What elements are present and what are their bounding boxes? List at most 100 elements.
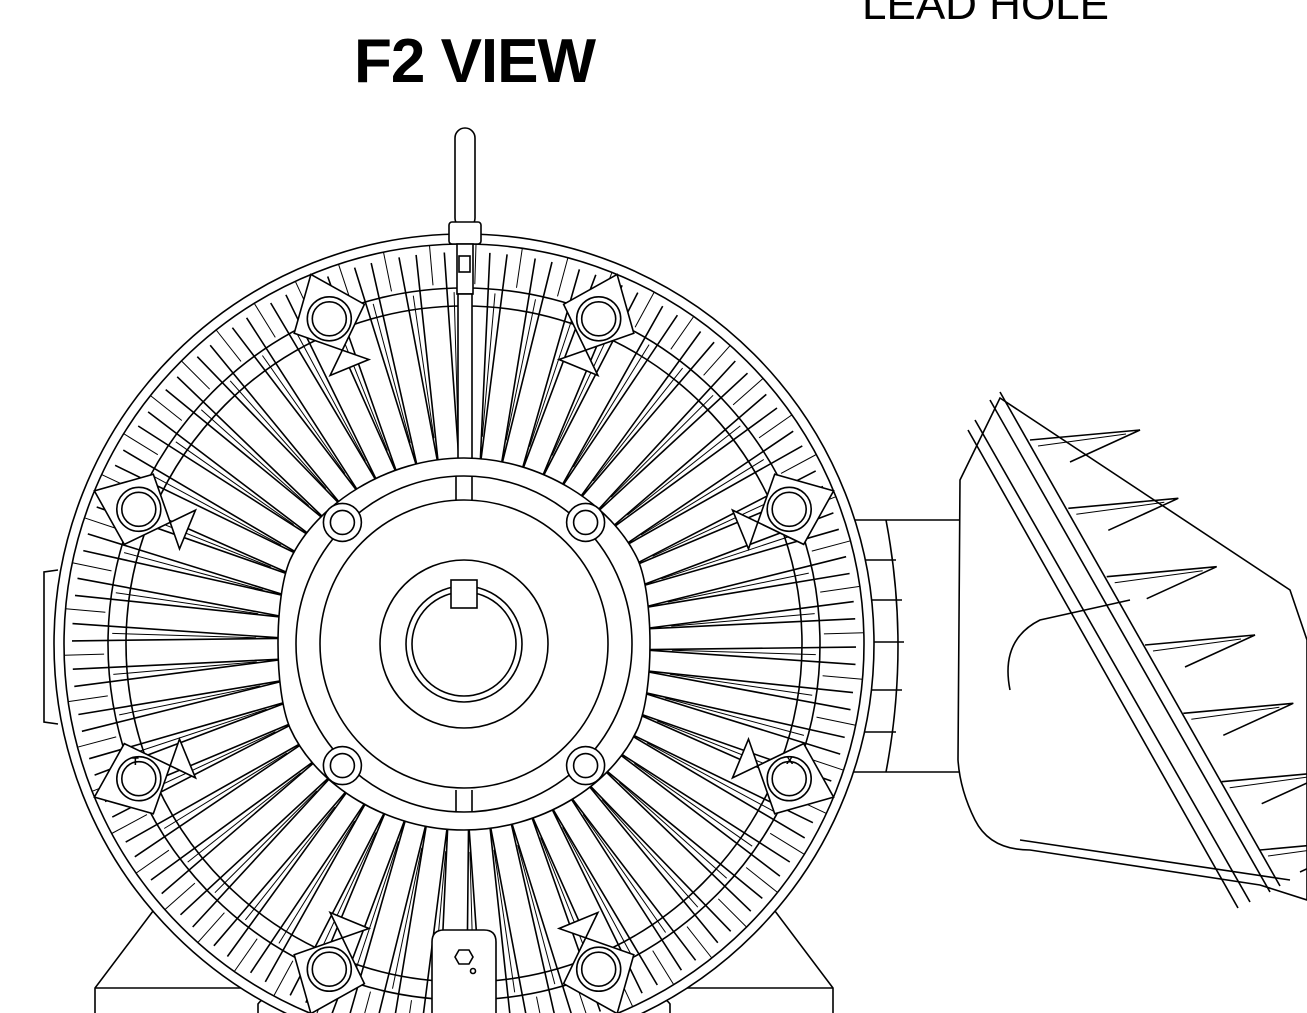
ring-slot [135, 849, 170, 874]
hub-bolt [572, 509, 599, 536]
ring-slot [72, 562, 112, 572]
box-fin [1029, 429, 1141, 463]
fin-rib [562, 826, 632, 955]
lug-bolt-head [311, 951, 348, 988]
ring-slot [823, 632, 864, 635]
ring-slot [557, 257, 569, 297]
ring-slot [652, 950, 675, 985]
ring-slot [197, 912, 225, 943]
ring-slot [822, 675, 863, 680]
ring-slot [816, 716, 856, 726]
shaft [379, 559, 549, 729]
fin-rib [517, 844, 556, 985]
fin-rib [671, 613, 815, 627]
grease-pipe [448, 127, 482, 501]
box-fin-rib [1267, 850, 1307, 857]
fin-rib [372, 303, 411, 444]
fin-rib [669, 673, 813, 696]
lug-bolt [116, 486, 162, 533]
lug-bolt [116, 755, 162, 802]
fin-rib [214, 790, 318, 894]
hub-bolt [572, 752, 599, 779]
fin-rib [626, 425, 741, 516]
fin-rib [493, 849, 516, 993]
fin-rib [112, 632, 257, 639]
fin-rib [640, 459, 765, 536]
fin-rib [123, 552, 264, 591]
fin-rib [229, 380, 327, 489]
box-fin [1144, 634, 1256, 668]
hub-bolt [329, 509, 356, 536]
ring-slot [717, 898, 747, 928]
ring-slot [123, 433, 159, 456]
fin-rib [551, 324, 614, 456]
lug-bolt [575, 295, 622, 342]
fin-rib [664, 697, 805, 736]
ring-slot [364, 991, 371, 1013]
ring-slot [732, 378, 764, 406]
lug-bolt [306, 295, 353, 342]
hub-bolt-boss [322, 502, 363, 543]
fin-rib [352, 841, 399, 979]
ring-slot [215, 329, 242, 362]
fin-rib [314, 832, 377, 964]
box-fin-rib [1076, 501, 1165, 515]
fin-rib [505, 299, 536, 441]
ring-slot [233, 938, 258, 972]
fin-rib [481, 293, 496, 437]
fin-rib [412, 295, 435, 439]
lead-hole-label: LEAD HOLE [862, 0, 1109, 29]
left-pad [43, 569, 59, 725]
fin-rib [667, 572, 809, 603]
hub-bolt-boss [565, 745, 606, 786]
fin-rib [392, 847, 423, 989]
hub-bolts [322, 502, 606, 786]
box-fin-rib [1152, 638, 1242, 652]
ring-slot [758, 414, 793, 439]
lug-bolt-head [311, 300, 348, 337]
bolt-lugs [93, 273, 835, 1013]
box-fin [1106, 565, 1218, 600]
lug-bolt-head [121, 491, 157, 528]
fin-rib [187, 772, 302, 863]
ring-slot [474, 244, 477, 285]
box-fin-rib [1229, 776, 1307, 789]
ring-slot [670, 316, 695, 350]
lug-bolt [766, 486, 813, 533]
ring-slot [111, 814, 148, 834]
ring-slot [164, 882, 196, 910]
fin-rib [261, 355, 346, 474]
fin-rib [175, 441, 294, 525]
view-title: F2 VIEW [354, 27, 596, 96]
hub-bolt-boss [565, 502, 606, 543]
ring-slot [769, 832, 805, 855]
ring-slot [820, 585, 860, 593]
fin-rib [646, 742, 774, 812]
ring-slot [429, 245, 434, 286]
box-fin [1183, 702, 1294, 737]
fin-rib [652, 495, 784, 557]
lug-bolt-head [580, 951, 617, 988]
mark-x: X [786, 755, 794, 767]
box-fin-rib [1037, 433, 1127, 447]
box-fin-rib [1114, 570, 1203, 584]
lug-bolt-head [580, 300, 617, 337]
fin-rib [144, 731, 276, 793]
drain-plug [431, 929, 497, 1013]
box-fin-rib [1191, 706, 1280, 720]
ring-slot [65, 608, 106, 613]
box-fin [1259, 844, 1307, 873]
fin-rib [296, 333, 366, 462]
fin-rib [200, 409, 310, 506]
lug-bolt-head [771, 491, 808, 528]
box-fin [1068, 497, 1179, 532]
ring-slot [409, 1000, 412, 1013]
ring-slot [77, 736, 117, 748]
fin-rib [154, 476, 282, 546]
fin-rib [634, 763, 753, 847]
fin-rib [572, 344, 650, 468]
ring-slot [703, 345, 731, 376]
mark-t: T [132, 756, 139, 768]
fin-rib [582, 814, 667, 933]
